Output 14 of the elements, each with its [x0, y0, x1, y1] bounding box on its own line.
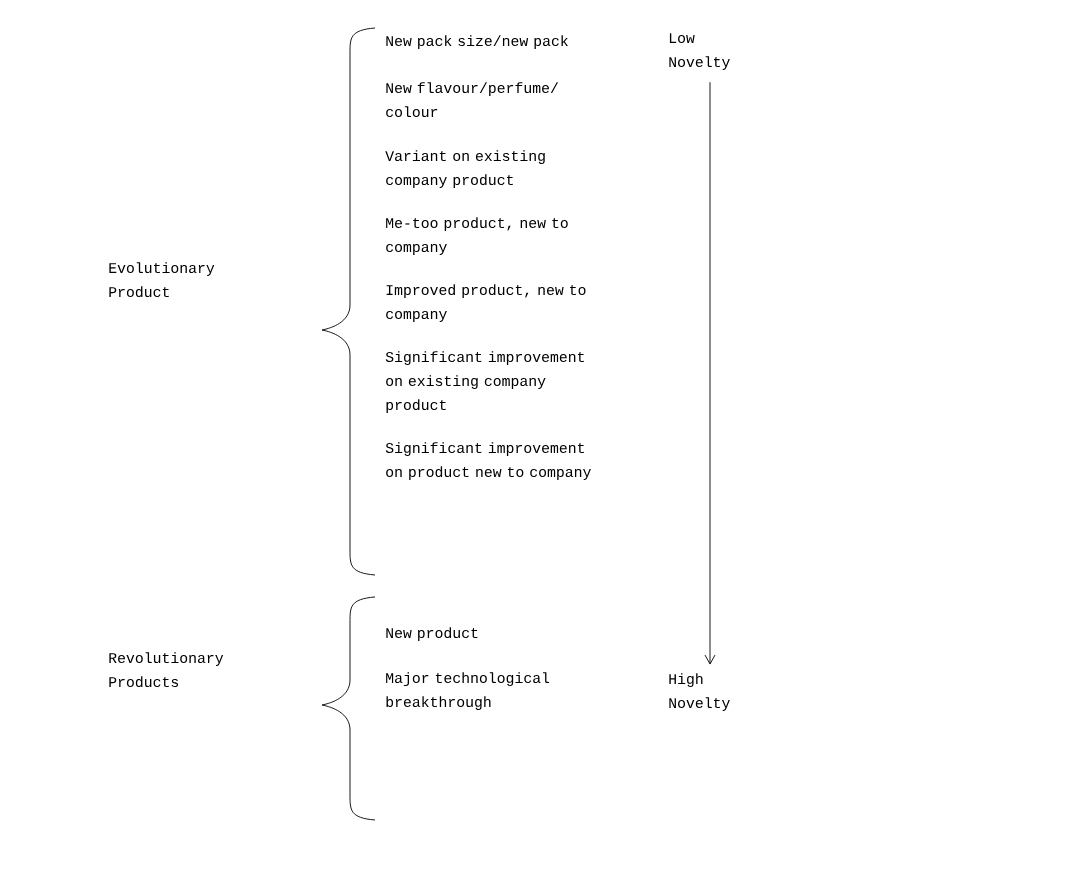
- list-text: Significant improvement on existing company product: [385, 351, 584, 413]
- list-text: Revolutionary Products: [109, 652, 224, 688]
- arrow: [704, 81, 716, 665]
- list-text: New product: [386, 627, 478, 641]
- list-text: Improved product, new to company: [386, 284, 586, 322]
- list-text: New pack size/new pack: [386, 35, 568, 49]
- list-text: Me-too product, new to company: [386, 217, 568, 255]
- list-text: Major technological breakthrough: [386, 672, 550, 710]
- list-text: Significant improvement on product new to company: [385, 442, 591, 480]
- scale-label: High Novelty: [669, 673, 730, 711]
- scale-label: Low Novelty: [669, 33, 730, 70]
- list-text: New flavour/perfume/ colour: [386, 82, 558, 118]
- list-text: Variant on existing company product: [385, 150, 545, 188]
- list-text: Evolutionary Product: [109, 262, 215, 298]
